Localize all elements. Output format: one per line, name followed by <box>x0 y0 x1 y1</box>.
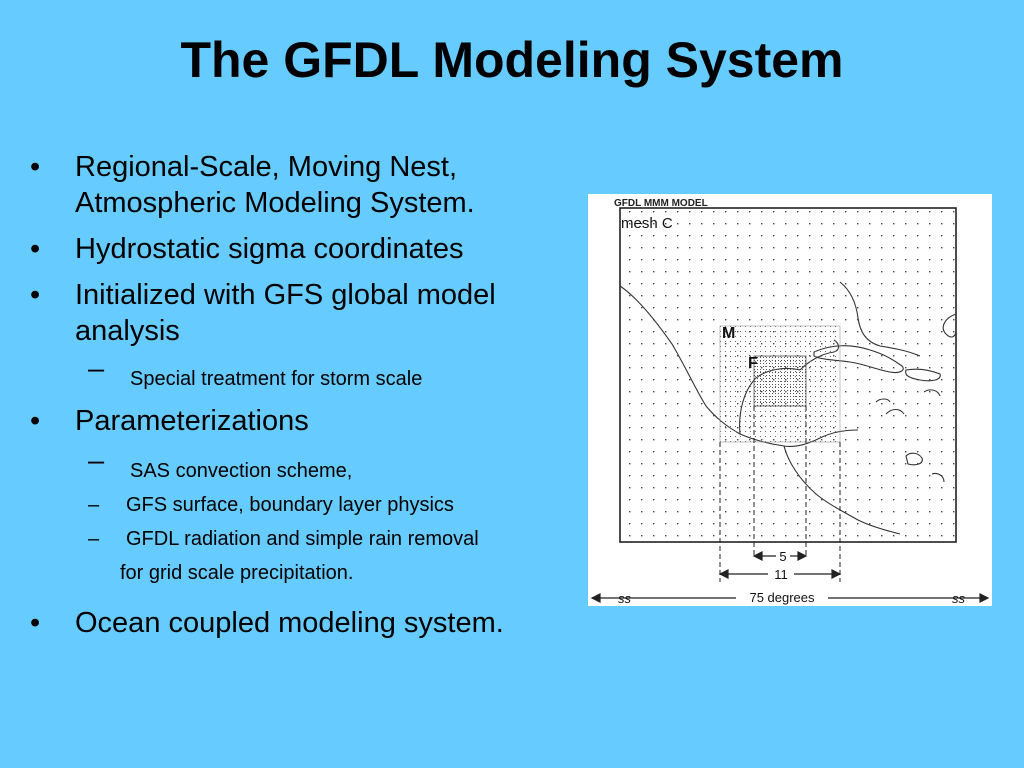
dimension-75 <box>590 593 990 603</box>
dimension-11-label: 11 <box>774 567 788 582</box>
bullet-glyph: • <box>30 279 41 311</box>
sub-bullet-text: SAS convection scheme, <box>130 460 353 482</box>
bullet-text: Atmospheric Modeling System. <box>75 187 475 219</box>
dash-glyph: – <box>88 353 105 385</box>
dash-glyph: – <box>88 445 105 477</box>
mesh-c-label: mesh C <box>621 215 673 232</box>
mesh-f-label: F <box>748 355 758 372</box>
bullet-glyph: • <box>30 151 41 183</box>
figure-header: GFDL MMM MODEL <box>614 198 708 209</box>
bullet-text: Regional-Scale, Moving Nest, <box>75 151 458 183</box>
bullet-glyph: • <box>30 405 41 437</box>
mesh-diagram: GFDL MMM MODEL mesh C M F <box>590 198 990 606</box>
dimension-extension-lines <box>719 406 841 582</box>
bullet-glyph: • <box>30 233 41 265</box>
break-symbol-right: ss <box>952 591 966 606</box>
mesh-f-domain <box>753 355 807 407</box>
bullet-text: analysis <box>75 315 180 347</box>
break-symbol-left: ss <box>618 591 632 606</box>
dimension-5-label: 5 <box>779 549 786 564</box>
dash-glyph: – <box>88 494 100 516</box>
sub-bullet-text: Special treatment for storm scale <box>130 368 423 390</box>
sub-bullet-text: GFDL radiation and simple rain removal <box>126 528 479 550</box>
dimension-11 <box>718 569 842 579</box>
bullet-glyph: • <box>30 607 41 639</box>
bullet-text: Ocean coupled modeling system. <box>75 607 504 639</box>
mesh-m-label: M <box>722 325 735 342</box>
bullet-text: Parameterizations <box>75 405 309 437</box>
sub-bullet-text: GFS surface, boundary layer physics <box>126 494 454 516</box>
dimension-5 <box>752 551 808 561</box>
slide-title: The GFDL Modeling System <box>180 32 844 88</box>
bullet-text: Initialized with GFS global model <box>75 279 496 311</box>
model-mesh-figure: GFDL MMM MODEL mesh C M F <box>588 194 992 606</box>
dash-glyph: – <box>88 528 100 550</box>
bullet-text: Hydrostatic sigma coordinates <box>75 233 464 265</box>
dimension-75-label: 75 degrees <box>749 590 815 605</box>
sub-bullet-text: for grid scale precipitation. <box>120 562 354 584</box>
